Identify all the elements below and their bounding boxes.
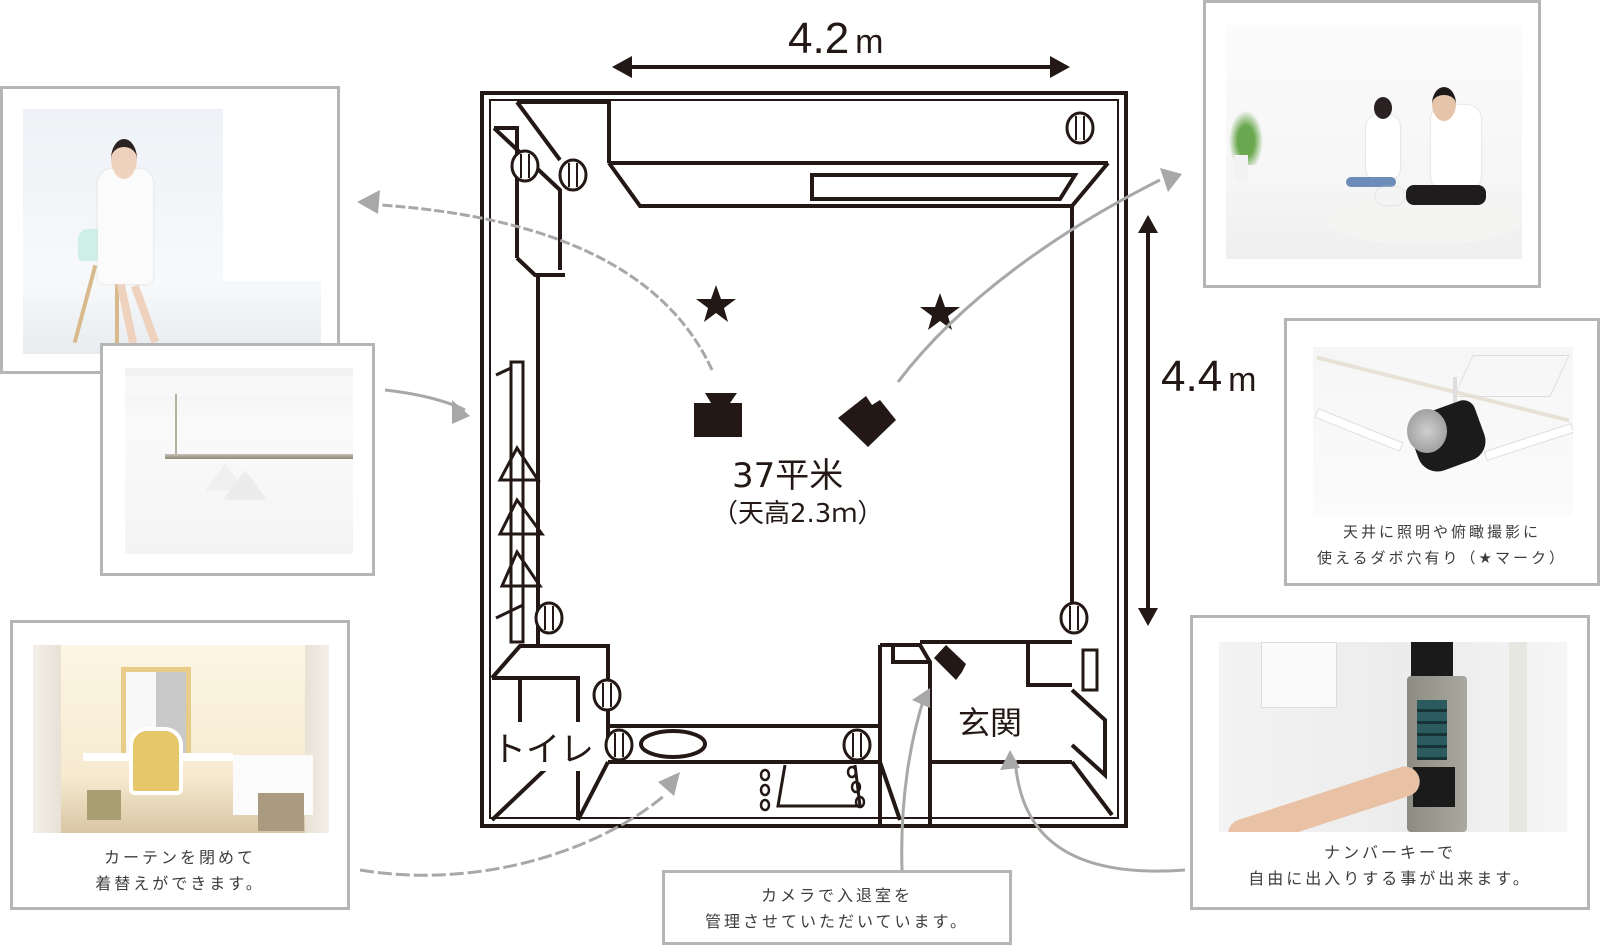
model-photo-frame [0,86,340,374]
family-photo [1226,25,1522,259]
star-markers [696,285,960,330]
camera-note-frame: カメラで入退室を 管理させていただいています。 [662,870,1012,945]
dressing-room-caption: カーテンを閉めて 着替えができます。 [95,848,265,893]
hanger-rail-photo-frame [100,343,375,576]
depth-dimension-arrow [1138,215,1158,626]
hanger-rail-photo [125,368,353,554]
width-dimension-arrow [612,56,1070,78]
keypad-photo-frame: ナンバーキーで 自由に出入りする事が出来ます。 [1190,615,1590,910]
dressing-room-photo-frame: カーテンを閉めて 着替えができます。 [10,620,350,910]
camera-note-caption: カメラで入退室を 管理させていただいています。 [705,886,969,931]
ceiling-light-photo-frame: 天井に照明や俯瞰撮影に 使えるダボ穴有り（★マーク） [1284,318,1600,586]
width-unit: m [855,23,884,61]
entrance-label: 玄関 [958,704,1023,742]
ceiling-height: （天高2.3ｍ） [712,499,884,529]
depth-unit: m [1228,361,1257,399]
keypad-caption: ナンバーキーで 自由に出入りする事が出来ます。 [1248,843,1532,888]
outlet-icons [510,111,1095,762]
keypad-photo [1219,642,1567,832]
ceiling-light-photo [1313,347,1573,515]
toilet-label: トイレ [492,722,594,771]
width-value: 4.2 [788,14,850,63]
ceiling-light-caption: 天井に照明や俯瞰撮影に 使えるダボ穴有り（★マーク） [1317,523,1567,567]
family-photo-frame [1203,0,1541,288]
depth-value: 4.4 [1161,352,1223,401]
dressing-room-photo [33,645,329,833]
room-area: 37平米 [732,456,844,496]
model-photo [23,109,321,354]
pointer-arrows [359,178,1186,877]
outer-wall [480,91,1128,828]
camera-icons [694,393,966,680]
